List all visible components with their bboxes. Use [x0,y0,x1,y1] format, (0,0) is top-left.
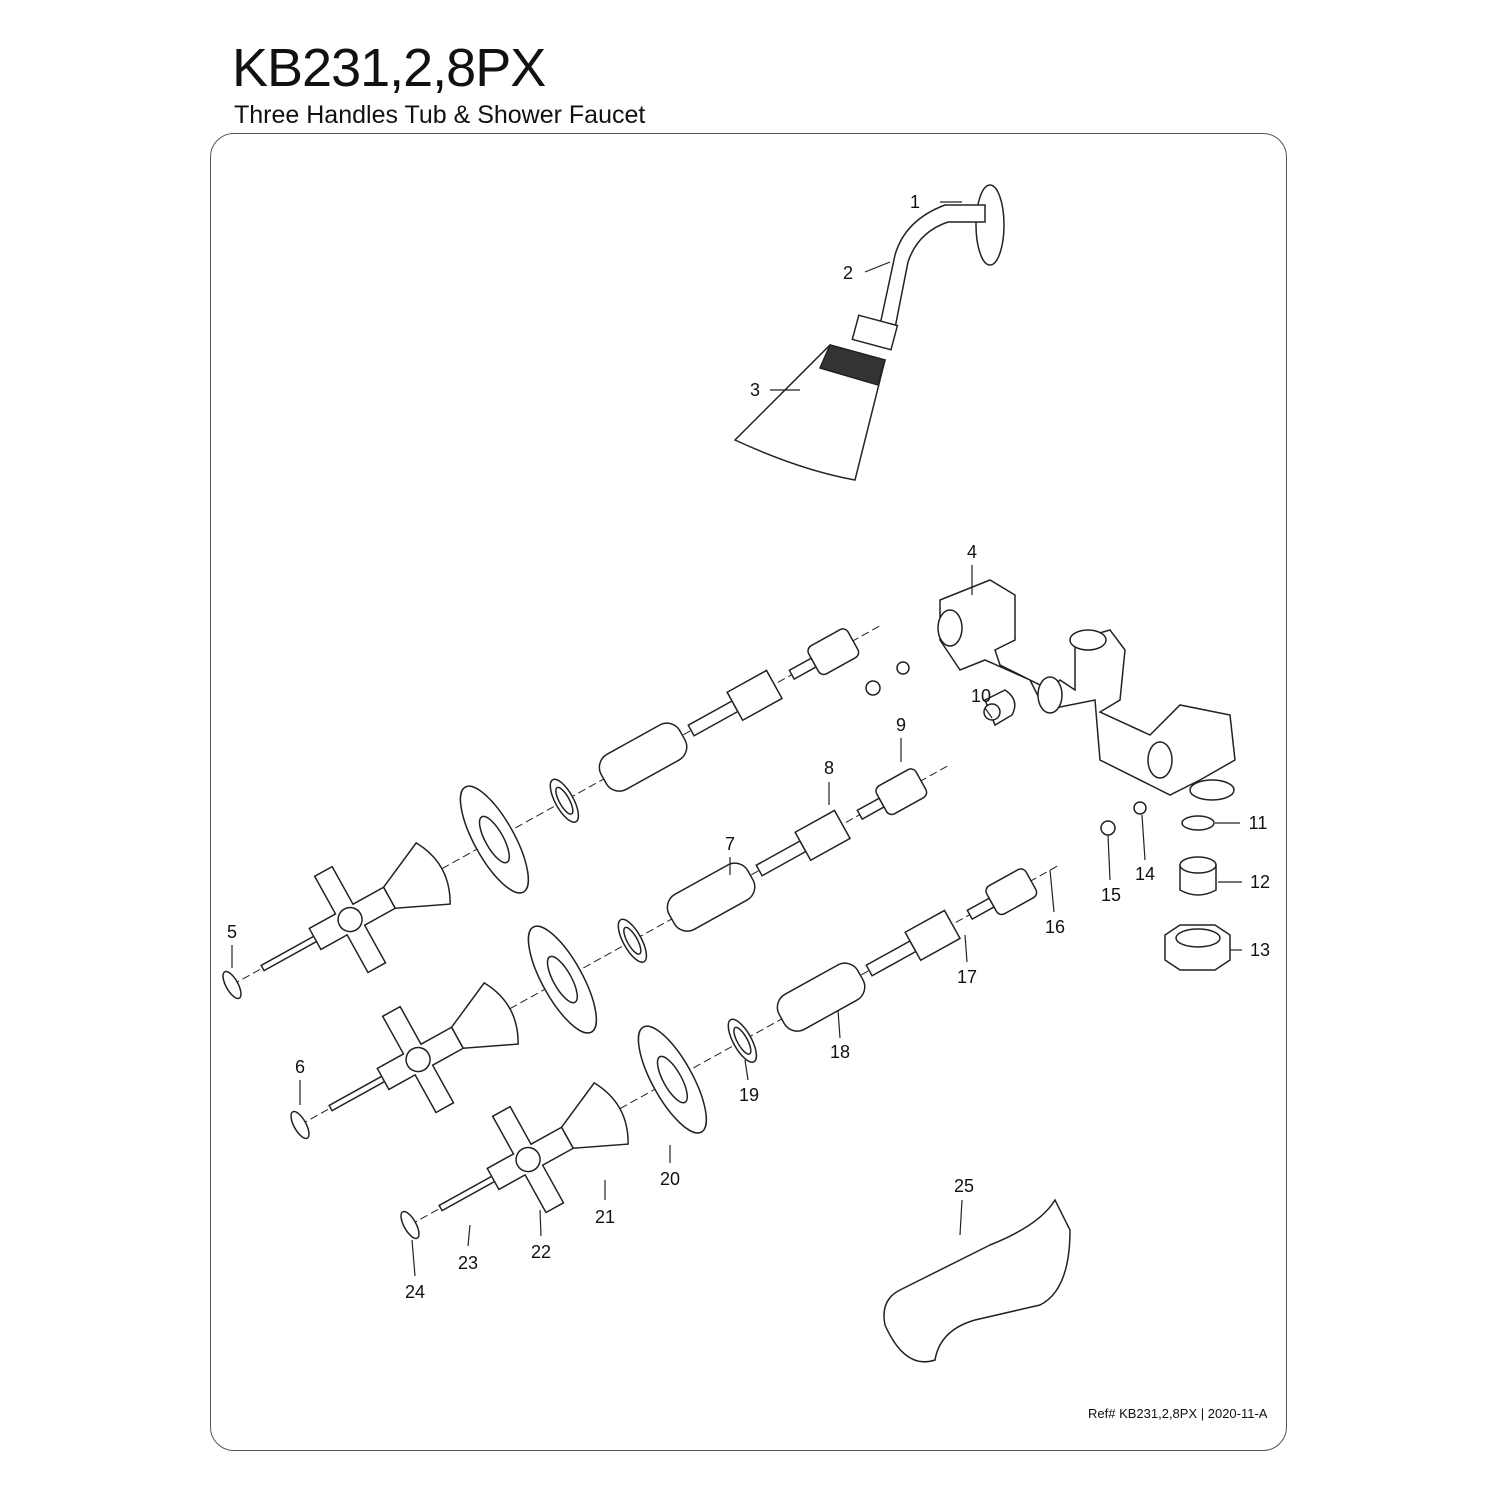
callout-leader-line [1049,869,1055,913]
valve-cartridge [788,628,860,681]
callout-label: 16 [1045,917,1065,937]
handle-sleeve [450,981,519,1050]
callout-label: 11 [1249,813,1268,833]
valve-cartridge [966,868,1038,921]
callout-label: 12 [1250,872,1270,892]
callout-leader-line [467,1224,471,1247]
callout-label: 6 [295,1057,305,1077]
callout-label: 9 [896,715,906,735]
adapter-top [1179,856,1217,874]
callout-label: 2 [843,263,853,283]
callout-leader-line [959,1199,963,1236]
seat-washer [1100,820,1116,836]
escutcheon-flange [637,1025,708,1134]
valve-port-center [1037,676,1063,714]
stem-extension [865,909,962,977]
callout-label: 4 [967,542,977,562]
bonnet-sleeve [776,962,866,1032]
callout-leader-line [744,1059,749,1081]
callout-leader-line [837,1009,841,1039]
stem-extension [687,669,784,737]
shower-head [733,344,886,481]
handle-assembly-diverter [290,765,948,1140]
callout-label: 19 [739,1085,759,1105]
valve-cartridge [856,768,928,821]
shower-flange [975,184,1005,266]
callout-label: 10 [971,686,991,706]
callout-label: 25 [954,1176,974,1196]
escutcheon-flange [527,925,598,1034]
diagram-frame [210,133,1287,1451]
shower-head-swivel [851,314,899,351]
bonnet-sleeve [666,862,756,932]
callout-label: 21 [595,1207,615,1227]
callout-label: 5 [227,922,237,942]
bonnet-sleeve [598,722,688,792]
cross-handle [308,865,397,974]
tub-spout [883,1198,1071,1363]
model-title: KB231,2,8PX [232,38,546,98]
stem-extension [755,809,852,877]
index-cap [290,1110,310,1140]
callout-label: 7 [725,834,735,854]
valve-port-right [1147,741,1173,779]
seat-spring [1133,801,1147,815]
callout-label: 8 [824,758,834,778]
handle-sleeve [560,1081,629,1150]
handle-assembly-hot [222,625,880,1000]
hex-nut-thread [1175,928,1221,948]
callout-label: 20 [660,1169,680,1189]
index-cap [400,1210,420,1240]
callout-leader-line [539,1209,542,1237]
callout-label: 14 [1135,864,1155,884]
handle-assembly-cold [400,865,1058,1240]
valve-port-left [937,609,963,647]
retaining-nut [727,1018,758,1063]
reference-note: Ref# KB231,2,8PX | 2020-11-A [1088,1406,1268,1421]
callout-leader-line [1107,834,1111,881]
callout-label: 15 [1101,885,1121,905]
callout-label: 18 [830,1042,850,1062]
shower-arm [879,204,986,329]
cross-handle [486,1105,575,1214]
index-cap [222,970,242,1000]
handle-sleeve [382,841,451,910]
diverter-nut-hole [983,703,1001,721]
callout-label: 24 [405,1282,425,1302]
valve-port-top [1069,629,1107,651]
callout-label: 22 [531,1242,551,1262]
callout-label: 17 [957,967,977,987]
seat-spring [896,661,910,675]
cross-handle [376,1005,465,1114]
escutcheon-flange [459,785,530,894]
valve-outlet [1189,779,1235,801]
retaining-nut [617,918,648,963]
callout-label: 1 [910,192,920,212]
callout-label: 13 [1250,940,1270,960]
shower-head-ring [818,344,886,386]
retaining-nut [549,778,580,823]
seat-washer [865,680,881,696]
product-description: Three Handles Tub & Shower Faucet [234,101,646,129]
callout-leader-line [984,707,993,719]
callout-leader-line [411,1239,416,1277]
callout-leader-line [964,934,968,963]
callout-leader-line [1141,814,1146,861]
callout-leader-line [864,261,891,273]
o-ring [1181,815,1215,831]
callout-label: 23 [458,1253,478,1273]
callout-label: 3 [750,380,760,400]
